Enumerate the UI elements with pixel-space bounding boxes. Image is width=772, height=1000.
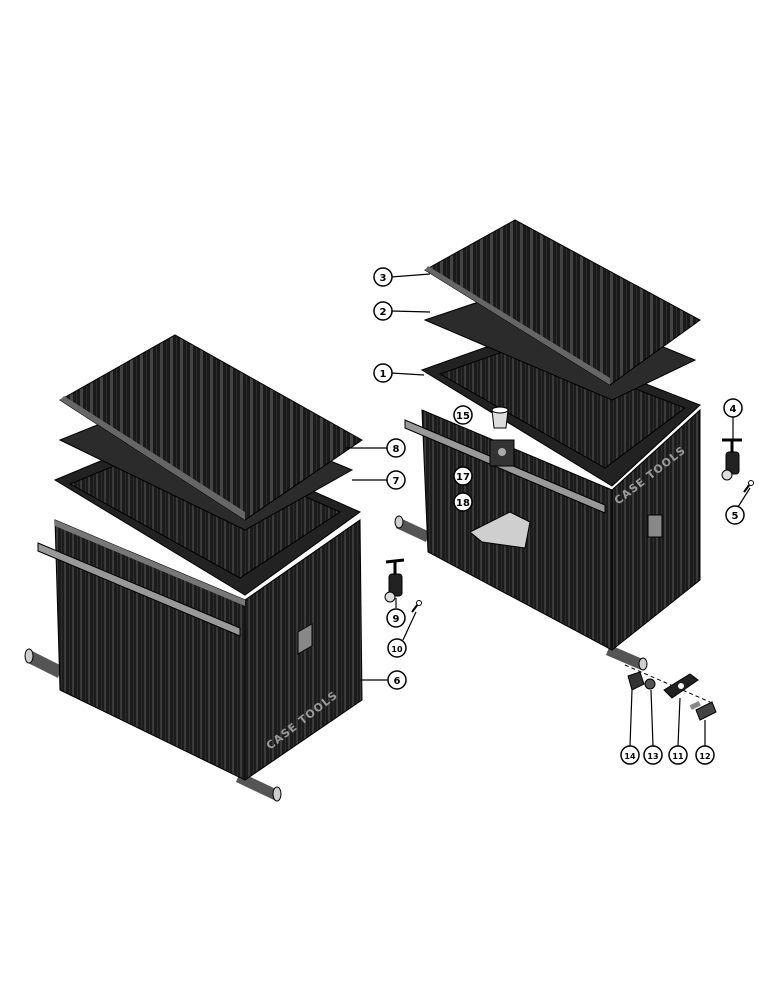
nut-14 — [627, 671, 645, 691]
left-valve-nozzle — [384, 591, 396, 603]
left-valve-body — [388, 573, 403, 597]
right-valve-screw — [743, 483, 751, 493]
right-valve-nozzle — [721, 469, 733, 481]
leader-5 — [737, 487, 751, 508]
leader-11 — [677, 697, 681, 747]
callout-5-label: 5 — [732, 511, 739, 522]
left-box-bottom-pipe-end — [272, 786, 282, 802]
callout-17-label: 17 — [456, 472, 470, 483]
left-valve-screw — [411, 603, 419, 613]
hardware-axis-line — [624, 664, 711, 703]
left-box-left-pipe — [26, 650, 62, 678]
right-box-bottom-pipe-end — [638, 657, 648, 671]
callout-11: 11 — [668, 745, 688, 765]
right-box-lid-edge — [425, 266, 610, 385]
right-tool-box: CASE TOOLS — [394, 219, 701, 671]
callout-7-label: 7 — [393, 476, 400, 487]
left-box-left-pipe-end — [24, 648, 34, 664]
callout-4-label: 4 — [730, 404, 737, 415]
left-box-lid — [59, 334, 363, 521]
leader-3 — [390, 273, 431, 278]
leader-10 — [402, 611, 417, 641]
right-box-left-pipe-end — [394, 515, 404, 529]
right-box-inner — [438, 344, 687, 469]
callout-18: 18 — [453, 492, 473, 512]
callout-3-label: 3 — [380, 273, 387, 284]
callout-14-label: 14 — [624, 752, 636, 761]
callout-6-label: 6 — [394, 676, 401, 687]
left-box-lid-edge — [60, 396, 245, 520]
leader-14 — [629, 689, 633, 747]
callout-10-label: 10 — [391, 645, 403, 654]
mounting-hardware — [624, 664, 717, 721]
callout-10: 10 — [387, 638, 407, 658]
left-valve-screw-head — [416, 600, 422, 606]
leader-1 — [390, 372, 425, 376]
right-valve-body — [725, 451, 740, 475]
callout-6: 6 — [387, 670, 407, 690]
callout-12-label: 12 — [699, 752, 710, 761]
callout-11-label: 11 — [672, 752, 684, 761]
right-box-block-17-hole — [498, 448, 506, 456]
right-box-latch-slot — [647, 514, 663, 538]
right-box-inner-bracket — [469, 511, 531, 549]
callout-12: 12 — [695, 745, 715, 765]
left-tool-box: CASE TOOLS — [24, 334, 363, 802]
callout-18-label: 18 — [456, 498, 470, 509]
callout-1-label: 1 — [380, 369, 387, 380]
callout-1: 1 — [373, 363, 393, 383]
callout-4: 4 — [723, 398, 743, 418]
callout-2-label: 2 — [380, 307, 387, 318]
callout-14: 14 — [620, 745, 640, 765]
right-valve-screw-head — [748, 480, 754, 486]
right-box-bottom-pipe — [606, 645, 645, 670]
callout-5: 5 — [725, 505, 745, 525]
callout-8: 8 — [386, 438, 406, 458]
callout-lines — [346, 273, 751, 747]
callout-9-label: 9 — [393, 614, 400, 625]
bolt-12-shank — [689, 701, 701, 710]
callout-8-label: 8 — [393, 444, 400, 455]
callout-15: 15 — [453, 405, 473, 425]
callout-17: 17 — [453, 466, 473, 486]
left-box-front-rail — [37, 542, 241, 637]
callout-9: 9 — [386, 608, 406, 628]
left-drain-valve — [384, 558, 422, 613]
right-box-cup-15-top — [491, 406, 509, 414]
callout-2: 2 — [373, 301, 393, 321]
bolt-12 — [695, 701, 717, 721]
right-box-left-pipe — [396, 518, 430, 542]
callout-7: 7 — [386, 470, 406, 490]
callouts: 3 2 1 15 17 18 4 5 8 7 9 10 6 14 13 11 1… — [373, 267, 745, 765]
callout-13: 13 — [643, 745, 663, 765]
leader-13 — [650, 689, 654, 747]
left-box-upper-rail — [55, 520, 245, 606]
lock-washer-13 — [644, 678, 656, 690]
right-drain-valve — [721, 438, 754, 493]
clamp-plate-hole — [678, 683, 684, 689]
callout-13-label: 13 — [647, 752, 658, 761]
leader-2 — [390, 310, 431, 313]
callout-15-label: 15 — [456, 411, 470, 422]
callout-3: 3 — [373, 267, 393, 287]
left-valve-handle — [385, 558, 405, 575]
left-box-latch-slot — [297, 623, 313, 655]
